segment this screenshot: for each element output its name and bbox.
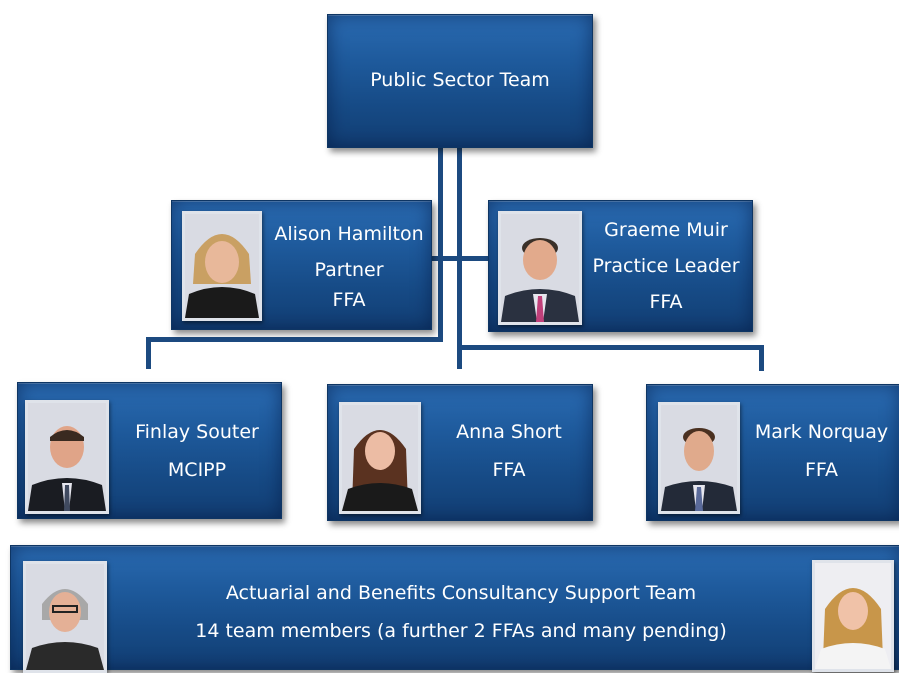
alison-hamilton-photo <box>182 211 262 321</box>
support-team-line2: 14 team members (a further 2 FFAs and ma… <box>195 620 727 642</box>
anna-short-qual: FFA <box>492 459 526 481</box>
graeme-muir-qual: FFA <box>649 291 683 313</box>
connector-right-drop <box>759 345 764 371</box>
finlay-souter-qual: MCIPP <box>167 459 227 481</box>
connector-trunk-left <box>438 147 443 340</box>
mark-norquay-photo <box>658 402 740 514</box>
public-sector-team-box: Public Sector Team <box>327 14 593 148</box>
connector-partners <box>430 256 488 261</box>
alison-hamilton-role: Partner <box>314 259 384 281</box>
anna-short-box: Anna Short FFA <box>327 384 593 521</box>
mark-norquay-name: Mark Norquay <box>754 421 889 443</box>
connector-right-branch <box>457 345 764 350</box>
finlay-souter-photo <box>25 400 109 514</box>
connector-left-drop <box>146 337 151 369</box>
anna-short-name: Anna Short <box>456 421 562 443</box>
alison-hamilton-name: Alison Hamilton <box>274 223 424 245</box>
mark-norquay-box: Mark Norquay FFA <box>646 384 899 521</box>
support-team-photo-left <box>23 561 107 673</box>
anna-short-photo <box>339 402 421 514</box>
finlay-souter-box: Finlay Souter MCIPP <box>17 382 282 519</box>
mark-norquay-qual: FFA <box>804 459 839 481</box>
connector-left-branch <box>146 337 443 342</box>
finlay-souter-name: Finlay Souter <box>135 421 259 443</box>
alison-hamilton-qual: FFA <box>332 289 366 311</box>
alison-hamilton-box: Alison Hamilton Partner FFA <box>171 200 432 330</box>
support-team-box: Actuarial and Benefits Consultancy Suppo… <box>10 545 899 673</box>
graeme-muir-role: Practice Leader <box>592 255 740 277</box>
graeme-muir-name: Graeme Muir <box>604 219 728 241</box>
graeme-muir-photo <box>498 211 582 325</box>
support-team-line1: Actuarial and Benefits Consultancy Suppo… <box>225 582 697 604</box>
public-sector-team-title: Public Sector Team <box>370 69 550 91</box>
graeme-muir-box: Graeme Muir Practice Leader FFA <box>488 200 753 332</box>
support-team-photo-right <box>812 560 894 672</box>
